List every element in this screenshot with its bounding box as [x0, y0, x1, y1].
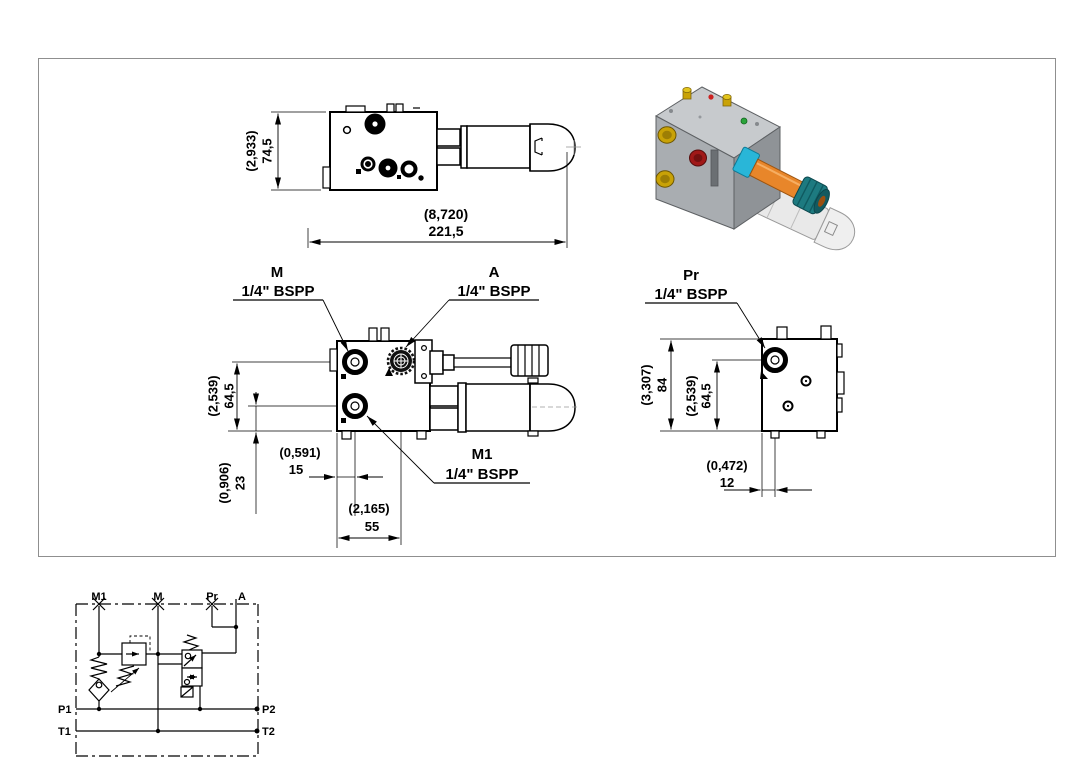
dim-64-inch: (2,539) [206, 375, 221, 416]
dim-84-mm: 84 [655, 377, 670, 392]
dim-12-inch: (0,472) [706, 458, 747, 473]
port-m-symbol [341, 349, 368, 379]
solenoid-top [436, 123, 581, 172]
dim-23-mm: 23 [233, 476, 248, 490]
schematic-port-p2: P2 [262, 704, 275, 716]
side-dim-12: (0,472) 12 [706, 458, 812, 493]
top-length-dimension: (8,720) 221,5 [307, 152, 568, 248]
front-dim-23: (0,906) 23 [217, 392, 259, 514]
side-dim-64: (2,539) 64,5 [684, 361, 720, 430]
front-dim-15: (0,591) 15 [279, 445, 383, 480]
port-a-label: A 1/4" BSPP [405, 264, 539, 348]
check-valve-symbol [88, 656, 110, 702]
port-m1-symbol [341, 393, 368, 423]
schematic-port-a: A [238, 591, 246, 603]
plugged-port-icon [92, 597, 219, 611]
solenoid-valve-symbol [180, 634, 203, 698]
dim-height-mm: 74,5 [260, 138, 275, 163]
3d-valve-body [655, 86, 781, 230]
dim-64s-mm: 64,5 [699, 383, 714, 408]
dim-64-mm: 64,5 [222, 383, 237, 408]
front-dim-64: (2,539) 64,5 [206, 363, 240, 430]
dim-height-inch: (2,933) [244, 130, 259, 171]
red-indicator-icon [708, 94, 714, 100]
front-view: M 1/4" BSPP A 1/4" BSPP M1 1/4" BSPP (2, [206, 264, 578, 548]
adjuster-front [414, 339, 549, 384]
port-m-thread: 1/4" BSPP [242, 283, 315, 300]
dim-length-inch: (8,720) [424, 206, 468, 222]
schematic-port-t1: T1 [58, 726, 71, 738]
schematic-port-m: M [153, 591, 162, 603]
port-a-name: A [489, 264, 500, 281]
dim-64s-inch: (2,539) [684, 375, 699, 416]
schematic-port-pr: Pr [206, 591, 218, 603]
port-m1-name: M1 [472, 446, 493, 463]
solenoid-front [429, 377, 578, 437]
side-dim-84: (3,307) 84 [639, 340, 674, 430]
3d-adjuster [732, 146, 830, 215]
port-pr-label: Pr 1/4" BSPP [645, 267, 766, 349]
isometric-view [655, 86, 856, 251]
dim-84-inch: (3,307) [639, 364, 654, 405]
pressure-reducing-valve-symbol [110, 635, 151, 693]
side-view: Pr 1/4" BSPP (3,307) 84 (2,539) 64,5 (0,… [639, 267, 845, 497]
green-indicator-icon [740, 117, 748, 125]
dim-23-inch: (0,906) [217, 462, 232, 503]
dim-length-mm: 221,5 [428, 223, 463, 239]
hydraulic-schematic: M1 M Pr A P1 T1 P2 T2 [58, 591, 275, 757]
schematic-port-p1: P1 [58, 704, 71, 716]
port-m-name: M [271, 264, 284, 281]
port-m-label: M 1/4" BSPP [233, 264, 349, 352]
dim-15-inch: (0,591) [279, 445, 320, 460]
port-a-thread: 1/4" BSPP [458, 283, 531, 300]
top-height-dimension: (2,933) 74,5 [244, 111, 326, 191]
front-dim-55: (2,165) 55 [338, 501, 400, 541]
datum-triangle-icon [385, 368, 393, 376]
dim-55-inch: (2,165) [348, 501, 389, 516]
port-pr-thread: 1/4" BSPP [655, 286, 728, 303]
schematic-port-t2: T2 [262, 726, 275, 738]
dim-55-mm: 55 [365, 519, 379, 534]
schematic-port-m1: M1 [91, 591, 106, 603]
port-pr-name: Pr [683, 267, 699, 284]
port-m1-thread: 1/4" BSPP [446, 466, 519, 483]
dim-12-mm: 12 [720, 475, 734, 490]
dim-15-mm: 15 [289, 462, 303, 477]
port-m1-label: M1 1/4" BSPP [366, 415, 530, 484]
top-ports [342, 113, 424, 181]
port-pr-symbol [760, 347, 788, 379]
junction-dots [96, 624, 260, 734]
top-view: (2,933) 74,5 (8,720) 221,5 [244, 103, 581, 248]
port-a-symbol [385, 346, 416, 376]
